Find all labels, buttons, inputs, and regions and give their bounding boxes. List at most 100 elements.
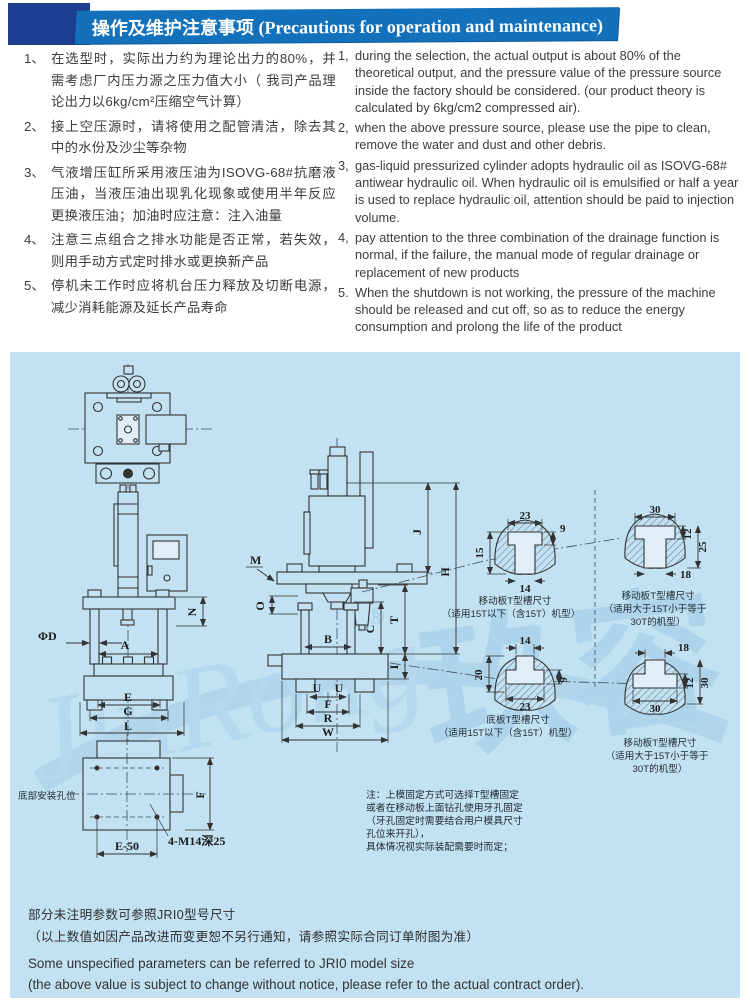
- dim-23: 23: [520, 510, 532, 522]
- item-text: during the selection, the actual output …: [355, 48, 722, 115]
- dim-12: 12: [682, 528, 694, 540]
- front-view-drawing: [68, 364, 215, 744]
- slot-caption: 30T的机型）: [631, 616, 686, 628]
- dim-30r: 30: [699, 677, 711, 689]
- dim-9: 9: [560, 523, 566, 535]
- header-banner: 操作及维护注意事项 (Precautions for operation and…: [74, 7, 620, 44]
- dim-t: T: [387, 616, 401, 624]
- item-text: gas-liquid pressurized cylinder adopts h…: [355, 157, 739, 225]
- item-number: 3、: [24, 164, 45, 180]
- dim-30: 30: [650, 504, 662, 516]
- dim-j: J: [410, 529, 424, 535]
- dim-a: A: [121, 638, 130, 652]
- dim-25: 25: [697, 541, 709, 553]
- dim-n: N: [185, 607, 199, 616]
- list-item: 5. When the shutdown is not working, the…: [338, 284, 742, 336]
- dim-l: L: [124, 719, 132, 733]
- dim-14b: 14: [520, 635, 532, 647]
- dim-15: 15: [474, 547, 486, 559]
- slot-detail-base-plate-15t: 14 20 9 23 底板T型槽尺寸 （适用15T以下（含15T）机型）: [439, 635, 578, 739]
- note-line: 注：上模固定方式可选择T型槽固定: [366, 790, 519, 801]
- list-item: 3、 气液增压缸所采用液压油为ISOVG-68#抗磨液压油，当液压油出现乳化现象…: [24, 162, 336, 227]
- dim-m: M: [250, 553, 261, 567]
- item-text: 在选型时，实际出力约为理论出力的80%，并需考虑厂内压力源之压力值大小（ 我司产…: [51, 51, 336, 109]
- item-text: When the shutdown is not working, the pr…: [355, 284, 716, 335]
- dim-u2: U: [335, 681, 344, 695]
- footer-zh-line1: 部分未注明参数可参照JRI0型号尺寸: [28, 908, 236, 922]
- list-item: 3, gas-liquid pressurized cylinder adopt…: [338, 157, 742, 226]
- item-text: 接上空压源时，请将使用之配管清洁，除去其中的水份及沙尘等杂物: [51, 118, 336, 156]
- precautions-en-list: 1, during the selection, the actual outp…: [338, 47, 742, 339]
- item-number: 2,: [338, 120, 349, 136]
- note-line: 或者在移动板上面钻孔使用牙孔固定: [366, 803, 523, 814]
- side-view-dimensions: M O B U U F R W: [246, 482, 460, 744]
- slot-detail-moving-plate-30t-b: 18 12 30 30 移动板T型槽尺寸 （适用大于15T小于等于 30T的机型…: [606, 642, 711, 775]
- dim-18: 18: [680, 569, 692, 581]
- slot-caption: （适用15T以下（含15T）机型）: [439, 727, 578, 739]
- dim-18b: 18: [678, 642, 690, 654]
- diagram-panel: JiuRong 玖容 ®: [10, 352, 740, 998]
- slot-caption: 30T的机型）: [633, 763, 688, 775]
- item-number: 3,: [338, 157, 349, 173]
- list-item: 1, during the selection, the actual outp…: [338, 47, 742, 116]
- dim-e50: E-50: [115, 839, 139, 853]
- dim-g: G: [123, 704, 132, 718]
- list-item: 5、 停机未工作时应将机台压力释放及切断电源，减少消耗能源及延长产品寿命: [24, 275, 336, 318]
- item-number: 5、: [24, 278, 45, 293]
- slot-detail-moving-plate-15t: 23 9 15 14 移动板T型槽尺寸 （适用15T以下（含15T）机型）: [442, 510, 581, 620]
- bottom-view-drawing: 底部安装孔位 F 4-M14深25 E-50: [18, 734, 225, 858]
- dim-f-side: F: [324, 697, 331, 711]
- footer-en-line1: Some unspecified parameters can be refer…: [28, 956, 415, 971]
- dim-20: 20: [473, 669, 485, 681]
- dim-9b: 9: [558, 677, 570, 683]
- item-number: 2、: [24, 118, 45, 134]
- dim-14: 14: [520, 583, 532, 595]
- dim-c: C: [363, 625, 377, 634]
- note-line: （牙孔固定时需要结合用户模具尺寸: [366, 816, 523, 827]
- footer-zh-line2: （以上数值如因产品改进而变更恕不另行通知，请参照实际合同订单附图为准）: [28, 930, 480, 944]
- precautions-zh-list: 1、 在选型时，实际出力约为理论出力的80%，并需考虑厂内压力源之压力值大小（ …: [24, 48, 336, 321]
- dim-12b: 12: [684, 677, 696, 689]
- item-number: 1、: [24, 51, 45, 66]
- item-text: when the above pressure source, please u…: [355, 120, 711, 153]
- side-view-drawing: [267, 438, 428, 752]
- list-item: 1、 在选型时，实际出力约为理论出力的80%，并需考虑厂内压力源之压力值大小（ …: [24, 48, 336, 113]
- note-line: 孔位来开孔），: [366, 829, 430, 840]
- dim-b: B: [324, 632, 332, 646]
- slot-caption: 移动板T型槽尺寸: [621, 590, 694, 602]
- item-number: 4,: [338, 229, 349, 245]
- page-title: 操作及维护注意事项 (Precautions for operation and…: [91, 14, 603, 39]
- slot-caption: 底板T型槽尺寸: [486, 714, 550, 726]
- dim-phi-d: ΦD: [38, 629, 57, 643]
- item-number: 5.: [338, 284, 349, 300]
- front-view-dimensions: ΦD A N E G L: [38, 596, 207, 737]
- slot-caption: 移动板T型槽尺寸: [478, 595, 551, 607]
- slot-caption: （适用大于15T小于等于: [606, 750, 709, 762]
- item-text: 注意三点组合之排水功能是否正常，若失效，则用手动方式定时排水或更换新产品: [51, 232, 336, 269]
- footer-en-line2: (the above value is subject to change wi…: [28, 977, 585, 992]
- dim-e: E: [124, 690, 132, 704]
- bottom-view-caption: 底部安装孔位: [18, 790, 76, 802]
- slot-caption: 移动板T型槽尺寸: [623, 737, 696, 749]
- slot-detail-moving-plate-30t: 30 12 25 18 移动板T型槽尺寸 （适用大于15T小于等于 30T的机型…: [604, 504, 709, 628]
- dim-o: O: [253, 601, 267, 610]
- dim-thread: 4-M14深25: [168, 833, 225, 848]
- note-line: 具体情况视实际装配需要时而定；: [366, 842, 513, 853]
- dim-r: R: [324, 711, 333, 725]
- dim-u1: U: [313, 681, 322, 695]
- dim-23b: 23: [520, 701, 532, 713]
- item-number: 4、: [24, 232, 45, 247]
- list-item: 2、 接上空压源时，请将使用之配管清洁，除去其中的水份及沙尘等杂物: [24, 116, 336, 159]
- dim-i: I: [387, 664, 401, 669]
- item-text: 气液增压缸所采用液压油为ISOVG-68#抗磨液压油，当液压油出现乳化现象或使用…: [51, 164, 336, 223]
- item-text: pay attention to the three combination o…: [355, 229, 720, 280]
- slot-caption: （适用15T以下（含15T）机型）: [442, 608, 581, 620]
- technical-drawing: JiuRong 玖容 ®: [16, 364, 732, 858]
- list-item: 2, when the above pressure source, pleas…: [338, 119, 742, 154]
- fixing-note: 注：上模固定方式可选择T型槽固定 或者在移动板上面钻孔使用牙孔固定 （牙孔固定时…: [366, 789, 561, 854]
- slot-caption: （适用大于15T小于等于: [604, 603, 707, 615]
- item-number: 1,: [338, 48, 349, 63]
- item-text: 停机未工作时应将机台压力释放及切断电源，减少消耗能源及延长产品寿命: [51, 278, 336, 315]
- dim-h: H: [438, 567, 452, 577]
